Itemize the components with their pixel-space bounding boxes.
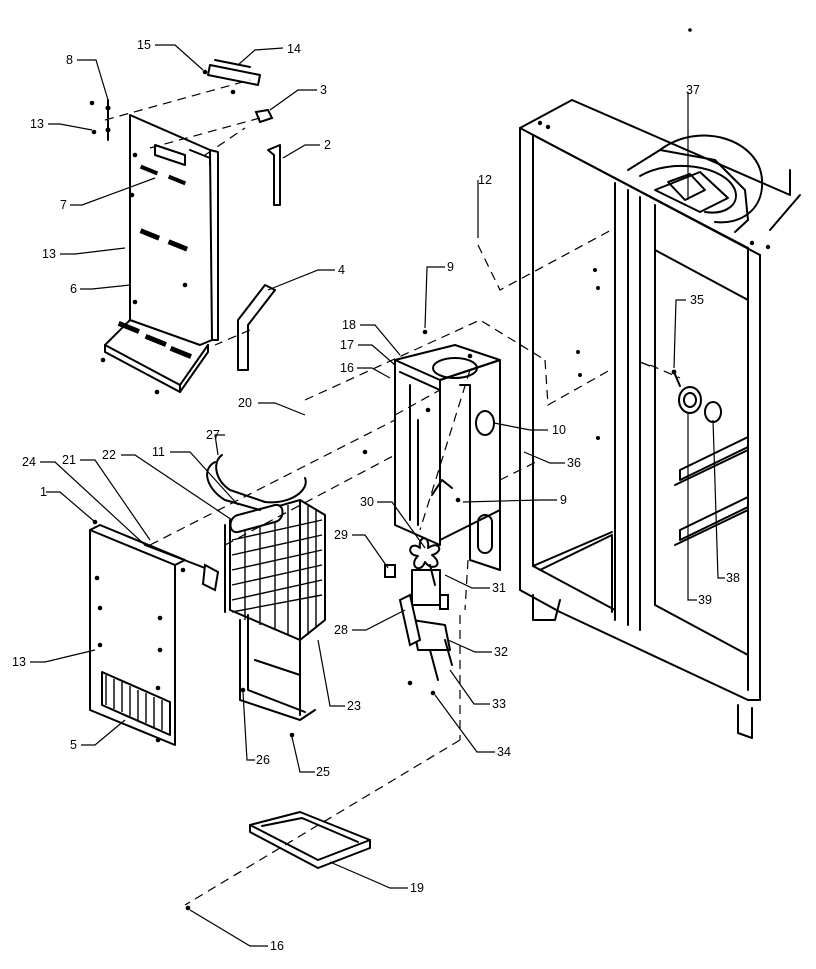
callout-32: 32: [494, 645, 508, 659]
light-socket-assembly: [639, 361, 722, 423]
refrigerator-cabinet: [519, 28, 801, 739]
callout-17: 17: [340, 338, 354, 352]
callout-29: 29: [334, 528, 348, 542]
callout-30: 30: [360, 495, 374, 509]
callout-3: 3: [320, 83, 327, 97]
callout-2: 2: [324, 138, 331, 152]
callout-38: 38: [726, 571, 740, 585]
callout-15: 15: [137, 38, 151, 52]
callout-22: 22: [102, 448, 116, 462]
callout-13-c: 13: [12, 655, 26, 669]
callout-24: 24: [22, 455, 36, 469]
heater-21: [144, 544, 220, 592]
callout-13-b: 13: [42, 247, 56, 261]
callout-5: 5: [70, 738, 77, 752]
callout-9-b: 9: [560, 493, 567, 507]
callout-4: 4: [338, 263, 345, 277]
lower-access-cover: [89, 519, 186, 746]
callout-36: 36: [567, 456, 581, 470]
callout-16-a: 16: [340, 361, 354, 375]
tubing-27: [206, 454, 307, 511]
callout-labels: 15 14 8 3 13 2 7 13 6 4 12 9 37 35 18 17…: [12, 38, 740, 953]
callout-16-b: 16: [270, 939, 284, 953]
part-3-block: [254, 108, 274, 124]
top-bracket: [202, 59, 261, 95]
callout-31: 31: [492, 581, 506, 595]
callout-18: 18: [342, 318, 356, 332]
callout-14: 14: [287, 42, 301, 56]
callout-19: 19: [410, 881, 424, 895]
callout-10: 10: [552, 423, 566, 437]
callout-8: 8: [66, 53, 73, 67]
callout-12: 12: [478, 173, 492, 187]
evaporator-cover-panel: [100, 114, 219, 395]
part-2-gasket: [267, 144, 281, 206]
callout-1: 1: [40, 485, 47, 499]
screw-8: [89, 99, 111, 141]
callout-27: 27: [206, 428, 220, 442]
callout-21: 21: [62, 453, 76, 467]
assembly-guide-lines: [104, 79, 681, 906]
callout-33: 33: [492, 697, 506, 711]
callout-23: 23: [347, 699, 361, 713]
callout-20: 20: [238, 396, 252, 410]
evaporator-coil: [224, 499, 326, 738]
drain-trough: [249, 811, 371, 869]
callout-35: 35: [690, 293, 704, 307]
fan-motor: [384, 564, 453, 696]
callout-25: 25: [316, 765, 330, 779]
part-4-gasket: [237, 284, 276, 371]
callout-39: 39: [698, 593, 712, 607]
callout-37: 37: [686, 83, 700, 97]
callout-6: 6: [70, 282, 77, 296]
callout-28: 28: [334, 623, 348, 637]
callout-leaders: [30, 44, 725, 947]
fan-blade: [409, 537, 441, 586]
callout-11: 11: [152, 445, 165, 459]
callout-9-a: 9: [447, 260, 454, 274]
callout-34: 34: [497, 745, 511, 759]
callout-7: 7: [60, 198, 67, 212]
fan-housing: [362, 329, 501, 571]
callout-13-a: 13: [30, 117, 44, 131]
callout-26: 26: [256, 753, 270, 767]
